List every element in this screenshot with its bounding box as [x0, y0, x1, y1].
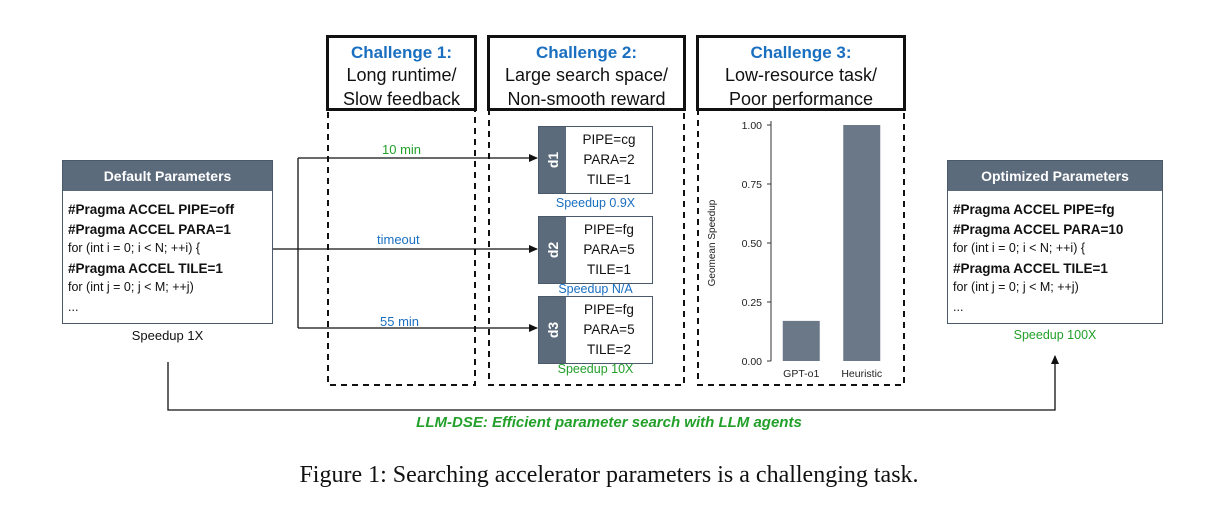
challenge1-line1: Long runtime/ [346, 65, 457, 85]
code-line: #Pragma ACCEL PARA=10 [953, 221, 1124, 237]
code-line: for (int j = 0; j < M; ++j) [68, 280, 194, 294]
optimized-params-code: #Pragma ACCEL PIPE=fg #Pragma ACCEL PARA… [948, 191, 1162, 317]
param-line: PARA=5 [583, 242, 635, 257]
bar-gpt-o1 [782, 320, 820, 361]
code-line: for (int j = 0; j < M; ++j) [953, 280, 1079, 294]
x-tick-label: GPT-o1 [783, 368, 819, 380]
challenge3-line1: Low-resource task/ [724, 65, 878, 85]
y-axis-label: Geomean Speedup [707, 199, 718, 286]
challenge2-header: Challenge 2: Large search space/ Non-smo… [487, 35, 686, 111]
default-params-header: Default Parameters [63, 161, 272, 191]
design-d1-params: PIPE=cg PARA=2 TILE=1 [566, 130, 652, 190]
code-line: for (int i = 0; i < N; ++i) { [953, 241, 1086, 255]
challenge1-column [327, 109, 476, 386]
design-d1-tab: d1 [539, 127, 566, 193]
challenge3-title: Challenge 3: [750, 43, 852, 62]
design-d3-tab: d3 [539, 297, 566, 363]
default-params-code: #Pragma ACCEL PIPE=off #Pragma ACCEL PAR… [63, 191, 272, 317]
code-line: ... [953, 299, 964, 314]
design-d2: d2 PIPE=fg PARA=5 TILE=1 [538, 216, 653, 284]
code-line: #Pragma ACCEL TILE=1 [68, 260, 223, 276]
d1-time-label: 10 min [382, 142, 422, 157]
arrow-to-optimized [167, 355, 1059, 411]
code-line: #Pragma ACCEL PIPE=off [68, 202, 235, 217]
challenge2-column [488, 109, 685, 386]
default-speedup: Speedup 1X [131, 328, 204, 343]
code-line: #Pragma ACCEL PARA=1 [68, 221, 231, 237]
x-tick-label: Heuristic [841, 368, 882, 380]
param-line: TILE=1 [587, 262, 631, 277]
param-line: PARA=5 [583, 322, 635, 337]
challenge1-line2: Slow feedback [342, 89, 461, 109]
code-line: ... [68, 299, 79, 314]
challenge3-header: Challenge 3: Low-resource task/ Poor per… [696, 35, 906, 111]
figure-caption: Figure 1: Searching accelerator paramete… [299, 462, 919, 488]
challenge1-header: Challenge 1: Long runtime/ Slow feedback [326, 35, 477, 111]
design-d2-tab: d2 [539, 217, 566, 283]
challenge2-title: Challenge 2: [535, 43, 638, 62]
design-d2-params: PIPE=fg PARA=5 TILE=1 [566, 220, 652, 280]
challenge3-line2: Poor performance [728, 89, 874, 109]
code-line: #Pragma ACCEL TILE=1 [953, 260, 1108, 276]
challenge1-title: Challenge 1: [350, 43, 453, 62]
param-line: TILE=2 [587, 342, 631, 357]
y-tick-label: 0.50 [742, 238, 763, 250]
y-tick-label: 1.00 [742, 120, 763, 132]
design-d3-speedup: Speedup 10X [557, 362, 634, 376]
param-line: PIPE=fg [584, 222, 634, 237]
y-tick-label: 0.00 [742, 356, 763, 368]
param-line: PARA=2 [583, 152, 635, 167]
challenge2-line2: Non-smooth reward [507, 89, 666, 109]
code-line: for (int i = 0; i < N; ++i) { [68, 241, 201, 255]
llm-dse-label: LLM-DSE: Efficient parameter search with… [0, 414, 1218, 432]
design-d3-params: PIPE=fg PARA=5 TILE=2 [566, 300, 652, 360]
default-params-panel: Default Parameters #Pragma ACCEL PIPE=of… [62, 160, 273, 324]
llm-dse-text: LLM-DSE: Efficient parameter search with… [416, 414, 802, 431]
d3-time-label: 55 min [380, 314, 420, 329]
optimized-params-panel: Optimized Parameters #Pragma ACCEL PIPE=… [947, 160, 1163, 324]
code-line: #Pragma ACCEL PIPE=fg [953, 202, 1115, 217]
y-tick-label: 0.25 [742, 297, 763, 309]
param-line: PIPE=cg [582, 132, 636, 147]
design-d2-speedup: Speedup N/A [558, 282, 633, 296]
param-line: TILE=1 [587, 172, 631, 187]
optimized-params-header: Optimized Parameters [948, 161, 1162, 191]
bar-heuristic [843, 125, 881, 361]
design-d1: d1 PIPE=cg PARA=2 TILE=1 [538, 126, 653, 194]
challenge2-line1: Large search space/ [504, 65, 669, 85]
y-tick-label: 0.75 [742, 179, 763, 191]
param-line: PIPE=fg [584, 302, 634, 317]
design-d1-speedup: Speedup 0.9X [555, 196, 636, 210]
design-d3: d3 PIPE=fg PARA=5 TILE=2 [538, 296, 653, 364]
optimized-speedup: Speedup 100X [1013, 328, 1097, 342]
d2-time-label: timeout [377, 232, 420, 247]
